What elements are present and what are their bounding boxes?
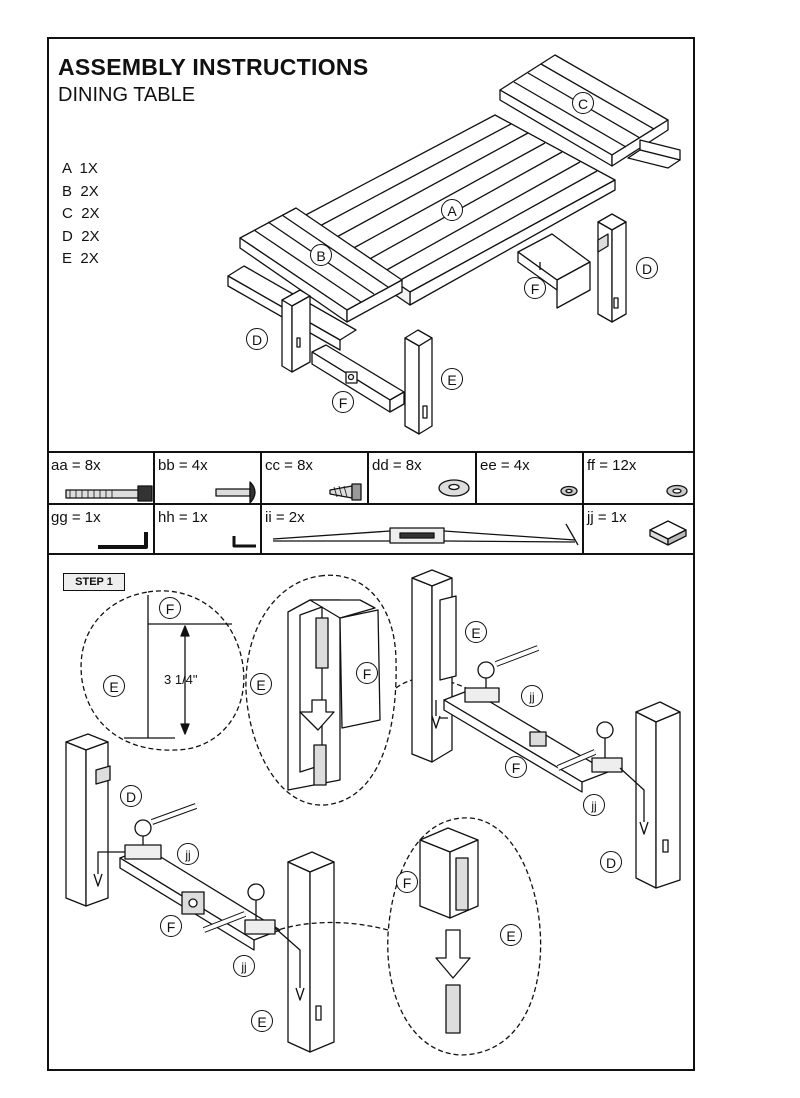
parts-list: A 1X B 2X C 2X D 2X E 2X (62, 158, 100, 271)
table-divider (367, 453, 369, 503)
hardware-cell-ii: ii = 2x (265, 509, 305, 526)
bolt-aa-icon (65, 485, 153, 502)
leg-e-drawing (404, 329, 433, 435)
table-divider (153, 453, 155, 555)
callout-f: F (524, 277, 546, 299)
callout-jj: jj (177, 843, 199, 865)
page-subtitle: DINING TABLE (58, 84, 196, 106)
callout-d: D (600, 851, 622, 873)
frame-f-back-drawing (517, 233, 591, 309)
callout-jj: jj (233, 955, 255, 977)
callout-f: F (159, 597, 181, 619)
hardware-cell-bb: bb = 4x (158, 457, 208, 474)
callout-f: F (332, 391, 354, 413)
upper-assembly-drawing (411, 569, 681, 889)
callout-d: D (636, 257, 658, 279)
callout-e: E (251, 1010, 273, 1032)
hardware-cell-ee: ee = 4x (480, 457, 530, 474)
callout-f: F (160, 915, 182, 937)
parts-list-item: D 2X (62, 227, 100, 245)
dimension-label: 3 1/4" (164, 672, 198, 687)
hardware-cell-gg: gg = 1x (51, 509, 101, 526)
leg-d-left-drawing (281, 289, 311, 373)
table-divider (260, 453, 262, 503)
callout-jj: jj (521, 685, 543, 707)
allen-key-hh-icon (232, 536, 256, 548)
callout-a: A (441, 199, 463, 221)
table-divider (260, 503, 262, 555)
washer-ff-icon (666, 484, 688, 498)
parts-list-item: A 1X (62, 160, 98, 177)
parts-list-item: B 2X (62, 182, 99, 200)
clamp-ii-icon (272, 523, 579, 546)
hardware-table: aa = 8x bb = 4x cc = 8x dd = 8x ee = 4x … (47, 451, 695, 555)
hardware-cell-jj: jj = 1x (587, 509, 627, 526)
allen-key-gg-icon (98, 532, 148, 549)
detail-circle-insert (277, 817, 542, 1056)
callout-f: F (356, 662, 378, 684)
callout-f: F (396, 871, 418, 893)
hardware-cell-dd: dd = 8x (372, 457, 422, 474)
table-divider (582, 453, 584, 555)
hardware-cell-aa: aa = 8x (51, 457, 101, 474)
hardware-icons (65, 479, 688, 549)
lower-assembly-drawing (65, 733, 335, 1053)
hardware-cell-cc: cc = 8x (265, 457, 313, 474)
callout-c: C (572, 92, 594, 114)
detail-circle-measurement (80, 590, 245, 751)
callout-f: F (505, 756, 527, 778)
callout-e: E (103, 675, 125, 697)
parts-list-item: C 2X (62, 205, 100, 222)
callout-e: E (250, 673, 272, 695)
hardware-cell-hh: hh = 1x (158, 509, 208, 526)
bolt-bb-icon (215, 481, 256, 504)
callout-e: E (441, 368, 463, 390)
callout-b: B (310, 244, 332, 266)
washer-ee-icon (560, 485, 578, 497)
callout-d: D (120, 785, 142, 807)
callout-jj: jj (583, 794, 605, 816)
callout-d: D (246, 328, 268, 350)
table-divider (475, 453, 477, 503)
pad-jj-icon (649, 520, 687, 546)
leg-d-right-drawing (597, 213, 627, 323)
callout-e: E (465, 621, 487, 643)
washer-dd-icon (438, 479, 470, 497)
parts-list-item: E 2X (62, 250, 99, 267)
frame-f-front-drawing (311, 344, 405, 413)
screw-cc-icon (329, 483, 362, 501)
step-badge: STEP 1 (63, 573, 125, 591)
table-divider (47, 503, 695, 505)
callout-e: E (500, 924, 522, 946)
page-title: ASSEMBLY INSTRUCTIONS (58, 54, 369, 80)
hardware-cell-ff: ff = 12x (587, 457, 637, 474)
